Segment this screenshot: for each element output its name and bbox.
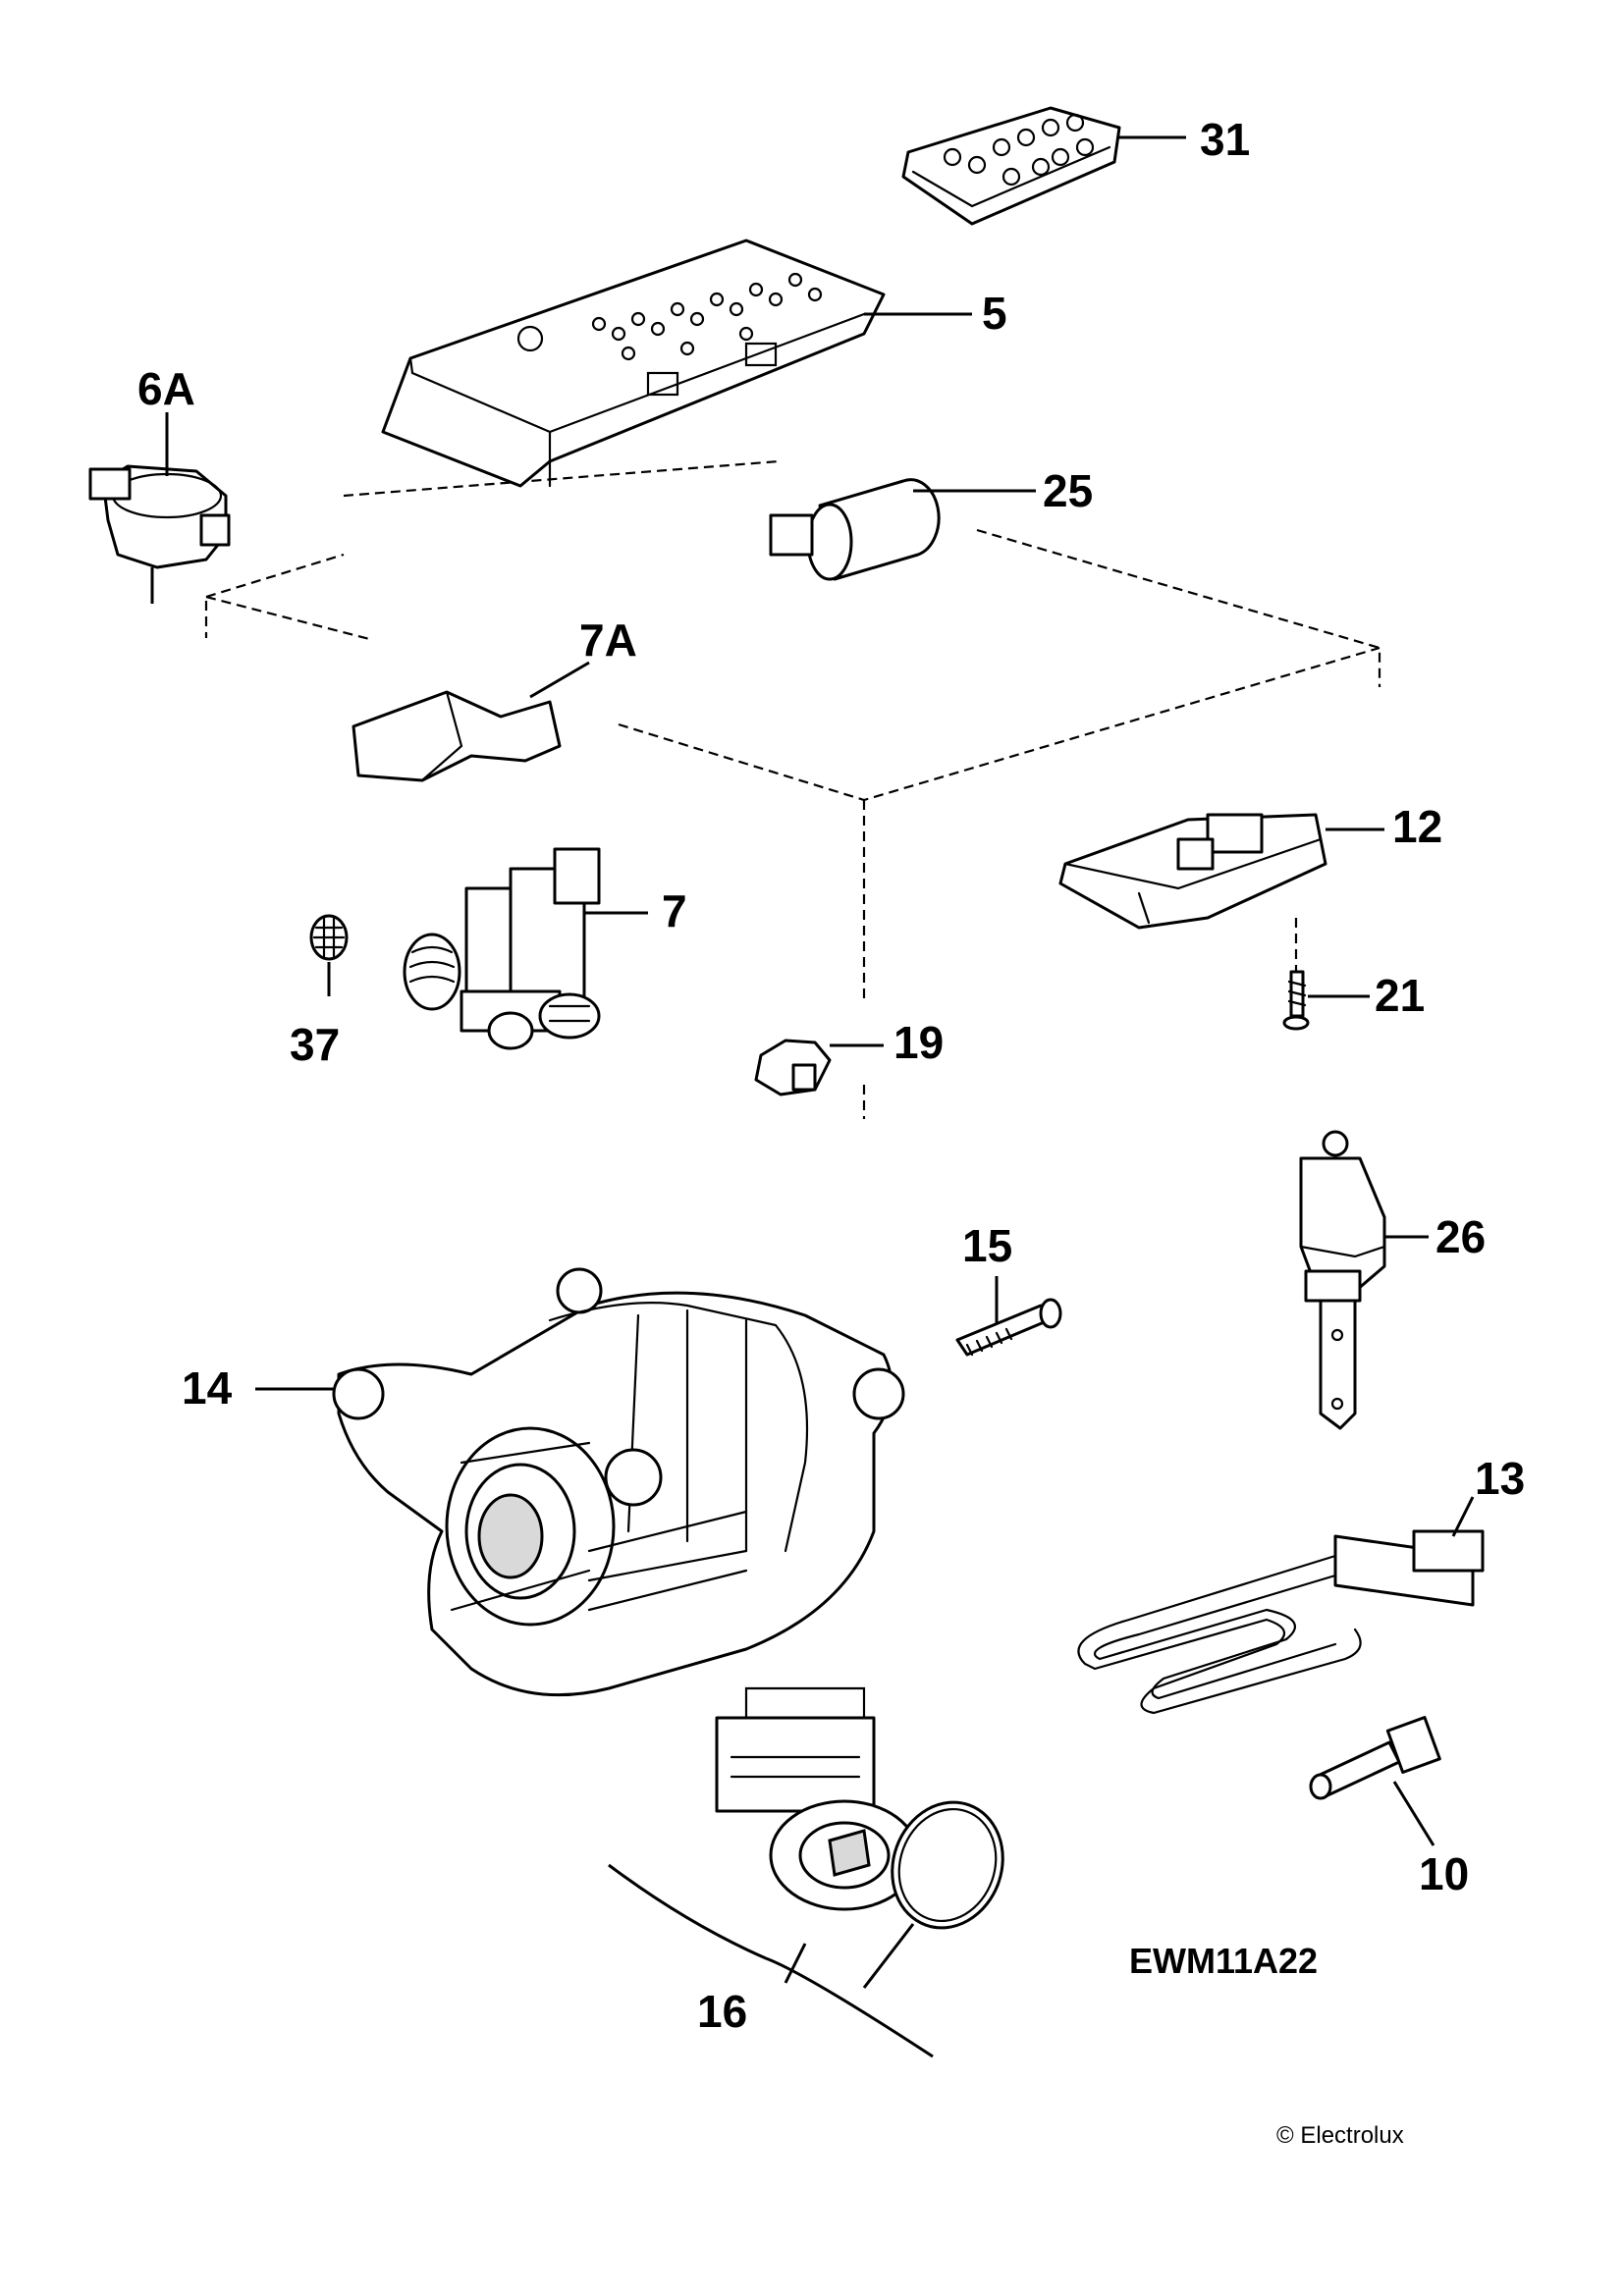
label-15: 15 <box>962 1220 1012 1271</box>
part-13-heating-element <box>1077 1496 1485 1715</box>
label-7A: 7A <box>579 614 637 666</box>
label-25: 25 <box>1043 465 1093 516</box>
label-13: 13 <box>1475 1453 1525 1504</box>
part-14-motor <box>255 1267 905 1697</box>
model-code: EWM11A22 <box>1129 1941 1318 1981</box>
label-19: 19 <box>893 1017 944 1068</box>
part-16-drain-pump <box>608 1686 1004 2058</box>
part-15-screw <box>955 1276 1062 1357</box>
label-7: 7 <box>662 885 687 936</box>
copyright-notice: © Electrolux <box>1276 2122 1404 2149</box>
label-21: 21 <box>1375 970 1425 1021</box>
part-19-clip <box>754 1039 884 1096</box>
label-14: 14 <box>182 1362 233 1414</box>
part-6A-pressure-switch <box>88 412 231 604</box>
part-37-filter <box>309 914 349 996</box>
cabinet-outline <box>204 459 1381 1119</box>
part-26-sensor-bracket <box>1299 1130 1429 1430</box>
part-7A-bracket <box>352 661 590 782</box>
part-12-door-lock <box>1058 813 1384 930</box>
label-16: 16 <box>697 1986 747 2037</box>
label-6A: 6A <box>137 363 195 414</box>
part-31-board <box>901 106 1186 226</box>
label-26: 26 <box>1435 1211 1486 1262</box>
part-10-ntc-sensor <box>1309 1716 1441 1846</box>
label-5: 5 <box>982 288 1007 339</box>
part-21-screw <box>1282 918 1370 1031</box>
label-12: 12 <box>1392 801 1442 852</box>
part-7-inlet-valve <box>403 847 648 1050</box>
label-10: 10 <box>1419 1848 1469 1899</box>
part-25-suppressor <box>769 478 1036 581</box>
part-5-electronic-module <box>381 239 972 488</box>
label-37: 37 <box>290 1019 340 1070</box>
label-31: 31 <box>1200 114 1250 165</box>
